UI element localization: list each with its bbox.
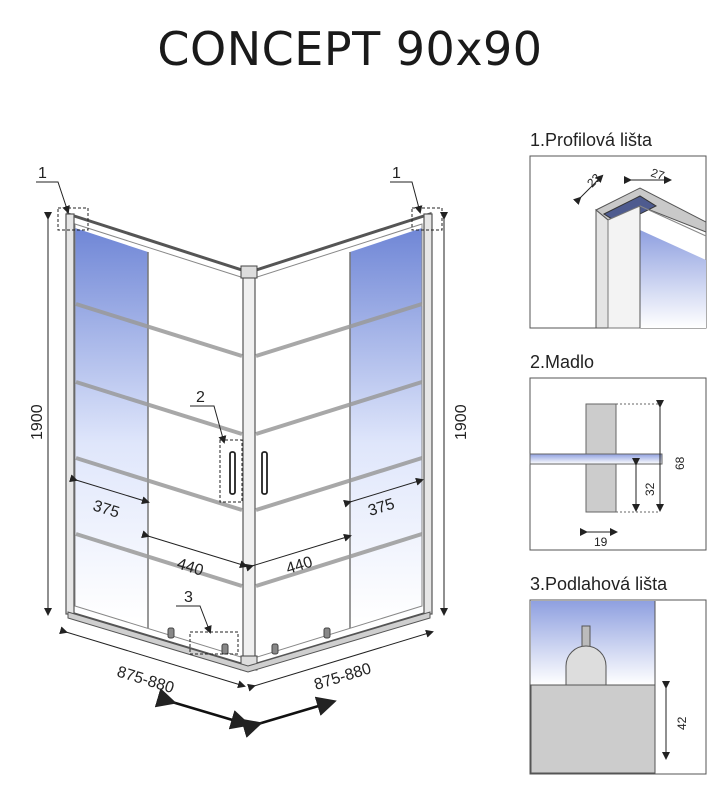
callout-1-left: 1 (38, 165, 47, 182)
detail-3-dim-height: 42 (675, 716, 689, 730)
detail-3-title: 3.Podlahová lišta (530, 574, 668, 594)
right-wall-profile (423, 213, 433, 615)
detail-1-title: 1.Profilová lišta (530, 130, 653, 150)
detail-2-panel: 68 32 19 (529, 377, 707, 551)
dim-door-left: 440 (175, 556, 206, 580)
handle-left (229, 451, 236, 495)
detail-1-panel: 23 27 (529, 155, 707, 329)
detail-1-dim-b: 27 (649, 166, 666, 184)
corner-cap (240, 265, 258, 279)
left-fixed-glass (75, 228, 148, 620)
corner-profile (242, 271, 256, 667)
callout-3: 3 (184, 589, 193, 606)
dim-height-right: 1900 (453, 404, 470, 440)
dim-height-left: 1900 (29, 404, 46, 440)
handle-right (261, 451, 268, 495)
left-wall-profile (65, 213, 75, 615)
dim-door-right: 440 (284, 554, 315, 578)
detail-2-dim-width: 19 (594, 535, 608, 549)
right-fixed-glass (350, 228, 422, 620)
handle-highlight-box (219, 439, 243, 503)
callout-2: 2 (196, 389, 205, 406)
detail-2-title: 2.Madlo (530, 352, 594, 372)
enclosure (57, 207, 443, 673)
callout-1-right: 1 (392, 165, 401, 182)
detail-2-dim-height: 68 (673, 456, 687, 470)
detail-2-dim-half: 32 (643, 482, 657, 496)
page-title: CONCEPT 90x90 (157, 22, 543, 76)
detail-3-panel: 42 (529, 599, 707, 775)
sliding-direction-arrows (154, 688, 337, 738)
dim-base-left: 875-880 (115, 664, 176, 697)
